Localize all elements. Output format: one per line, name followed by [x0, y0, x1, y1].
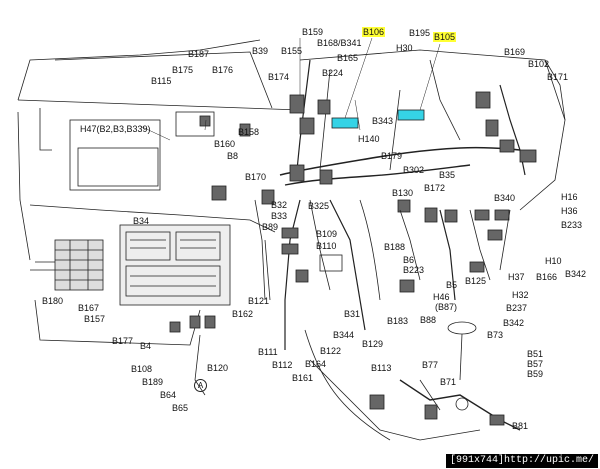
label-b125: B125: [465, 276, 487, 286]
label-b159: B159: [302, 27, 324, 37]
label-b157: B157: [84, 314, 106, 324]
label-b165: B165: [337, 53, 359, 63]
label-h10: H10: [545, 256, 562, 266]
label-b113: B113: [371, 363, 392, 373]
label-b342-right: B342: [565, 269, 587, 279]
label-h140: H140: [358, 134, 380, 144]
label-b161: B161: [292, 373, 314, 383]
label-b174: B174: [268, 72, 290, 82]
label-b33: B33: [271, 211, 288, 221]
label-b343: B343: [372, 116, 394, 126]
label-b177: B177: [112, 336, 134, 346]
label-b71: B71: [440, 377, 457, 387]
label-b162: B162: [232, 309, 254, 319]
label-b166: B166: [536, 272, 558, 282]
label-b106: B106: [362, 27, 386, 37]
label-b195: B195: [409, 28, 431, 38]
label-h37: H37: [508, 272, 525, 282]
label-b32: B32: [271, 200, 288, 210]
label-b170: B170: [245, 172, 267, 182]
label-b57: B57: [527, 359, 544, 369]
label-b88: B88: [420, 315, 437, 325]
label-b5: B5: [446, 280, 458, 290]
label-b4: B4: [140, 341, 152, 351]
label-b342-lower: B342: [503, 318, 525, 328]
label-b344: B344: [333, 330, 355, 340]
label-b171: B171: [547, 72, 569, 82]
label-b179: B179: [381, 151, 403, 161]
label-b167: B167: [78, 303, 100, 313]
label-circle-a: A: [194, 379, 207, 392]
label-b35: B35: [439, 170, 456, 180]
label-b155: B155: [281, 46, 303, 56]
label-b121: B121: [248, 296, 270, 306]
label-b120: B120: [207, 363, 229, 373]
label-b325: B325: [308, 201, 330, 211]
label-b187: B187: [188, 49, 210, 59]
label-b169: B169: [504, 47, 526, 57]
label-b109: B109: [316, 229, 338, 239]
label-b176: B176: [212, 65, 234, 75]
label-b81: B81: [512, 421, 529, 431]
label-b223: B223: [403, 265, 425, 275]
label-b172: B172: [424, 183, 446, 193]
label-b110: B110: [316, 241, 337, 251]
label-h16: H16: [561, 192, 578, 202]
label-b237: B237: [506, 303, 528, 313]
label-h46: H46: [433, 292, 450, 302]
label-b87: (B87): [435, 302, 458, 312]
label-b188: B188: [384, 242, 406, 252]
label-b183: B183: [387, 316, 409, 326]
label-b59: B59: [527, 369, 544, 379]
label-b6: B6: [403, 255, 415, 265]
label-b89: B89: [262, 222, 279, 232]
label-b115: B115: [151, 76, 172, 86]
label-b105: B105: [433, 32, 457, 42]
label-b175: B175: [172, 65, 194, 75]
label-b168-b341: B168/B341: [317, 38, 362, 48]
label-b108: B108: [131, 364, 153, 374]
label-h36: H36: [561, 206, 578, 216]
image-source-footer: [991x744]http://upic.me/: [445, 454, 598, 468]
label-b302: B302: [403, 165, 425, 175]
label-b164: B164: [305, 359, 327, 369]
label-b39: B39: [252, 46, 269, 56]
label-b122: B122: [320, 346, 342, 356]
label-b180: B180: [42, 296, 64, 306]
label-b77: B77: [422, 360, 439, 370]
label-b233: B233: [561, 220, 583, 230]
label-b111: B111: [258, 347, 278, 357]
label-b340: B340: [494, 193, 516, 203]
label-h30: H30: [396, 43, 413, 53]
label-b73: B73: [487, 330, 504, 340]
label-b112: B112: [272, 360, 293, 370]
label-b224: B224: [322, 68, 344, 78]
label-b102: B102: [528, 59, 550, 69]
label-b129: B129: [362, 339, 384, 349]
label-b160: B160: [214, 139, 236, 149]
label-b130: B130: [392, 188, 414, 198]
label-h32: H32: [512, 290, 529, 300]
label-b8: B8: [227, 151, 239, 161]
label-b158: B158: [238, 127, 260, 137]
label-b51: B51: [527, 349, 544, 359]
label-b34: B34: [133, 216, 150, 226]
label-b31: B31: [344, 309, 361, 319]
label-b65: B65: [172, 403, 189, 413]
label-b189: B189: [142, 377, 164, 387]
label-b64: B64: [160, 390, 177, 400]
label-h47: H47(B2,B3,B339): [80, 124, 151, 134]
